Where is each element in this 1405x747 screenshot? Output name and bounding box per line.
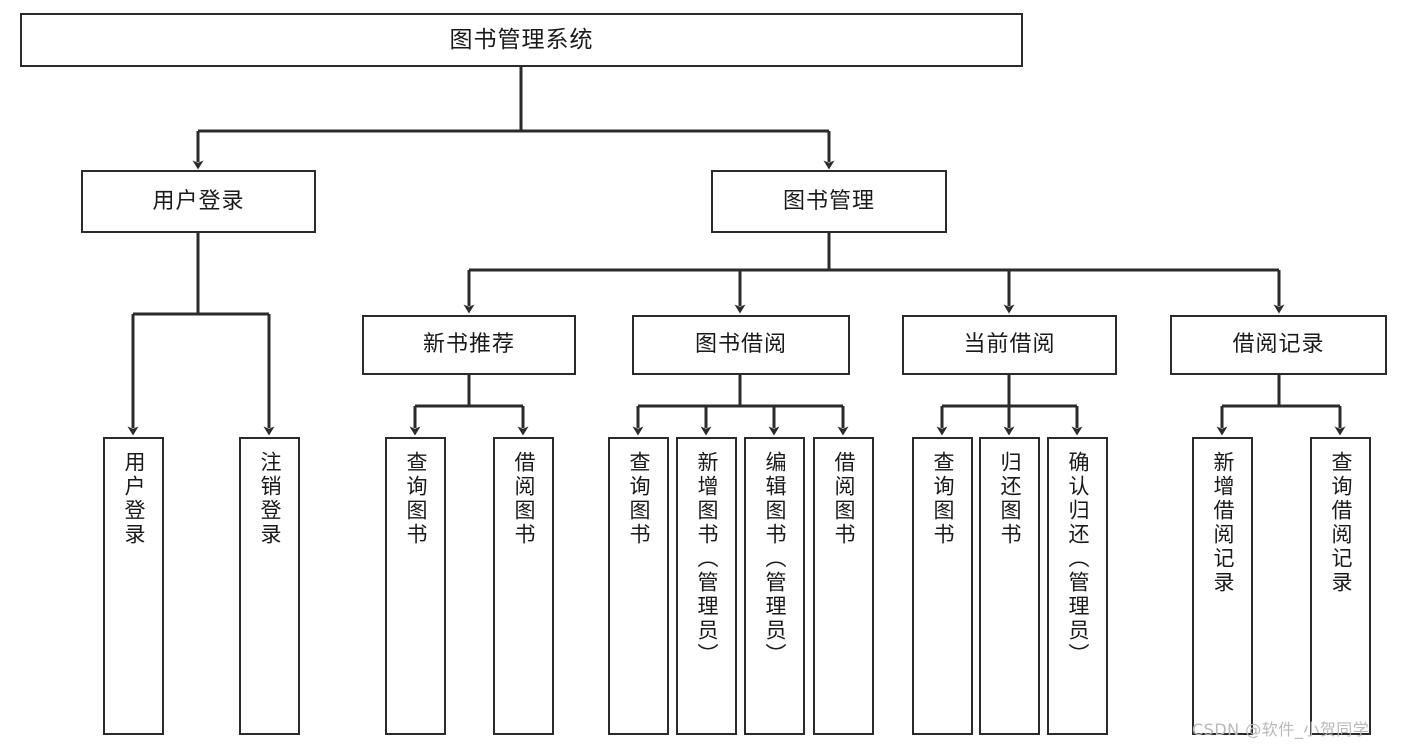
- node-label: 注销登录: [258, 451, 282, 547]
- leaf-user-login-logout[interactable]: 注销登录: [239, 437, 300, 735]
- leaf-current-borrow-confirm-return-admin[interactable]: 确认归还（管理员）: [1047, 437, 1108, 735]
- leaf-new-book-query-book[interactable]: 查询图书: [385, 437, 446, 735]
- node-label: 借阅图书: [512, 451, 536, 547]
- node-label: 借阅图书: [832, 451, 856, 547]
- leaf-current-borrow-return-book[interactable]: 归还图书: [979, 437, 1040, 735]
- leaf-book-borrow-add-book-admin[interactable]: 新增图书（管理员）: [676, 437, 737, 735]
- node-label: 借阅记录: [1232, 332, 1325, 358]
- node-label: 归还图书: [998, 451, 1022, 547]
- leaf-user-login-login[interactable]: 用户登录: [103, 437, 164, 735]
- node-label: 新书推荐: [422, 332, 515, 358]
- node-new-book-recommend[interactable]: 新书推荐: [362, 315, 576, 375]
- node-label: 查询图书: [404, 451, 428, 547]
- node-label: 查询借阅记录: [1329, 451, 1353, 595]
- node-book-borrow[interactable]: 图书借阅: [632, 315, 850, 375]
- leaf-borrow-record-query-record[interactable]: 查询借阅记录: [1310, 437, 1371, 735]
- node-label: 编辑图书（管理员）: [763, 451, 787, 667]
- node-label: 用户登录: [122, 451, 146, 547]
- leaf-book-borrow-query-book[interactable]: 查询图书: [608, 437, 669, 735]
- node-user-login[interactable]: 用户登录: [81, 170, 316, 233]
- node-root-book-management-system[interactable]: 图书管理系统: [20, 13, 1023, 67]
- node-label: 新增图书（管理员）: [695, 451, 719, 667]
- node-book-management[interactable]: 图书管理: [711, 170, 947, 233]
- node-label: 图书管理系统: [449, 26, 594, 53]
- node-current-borrow[interactable]: 当前借阅: [902, 315, 1117, 375]
- leaf-current-borrow-query-book[interactable]: 查询图书: [912, 437, 973, 735]
- leaf-book-borrow-edit-book-admin[interactable]: 编辑图书（管理员）: [744, 437, 805, 735]
- node-label: 图书借阅: [694, 332, 787, 358]
- node-borrow-record[interactable]: 借阅记录: [1170, 315, 1387, 375]
- node-label: 图书管理: [782, 188, 875, 214]
- leaf-borrow-record-add-record[interactable]: 新增借阅记录: [1192, 437, 1253, 735]
- node-label: 用户登录: [152, 188, 245, 214]
- leaf-book-borrow-borrow-book[interactable]: 借阅图书: [813, 437, 874, 735]
- leaf-new-book-borrow-book[interactable]: 借阅图书: [493, 437, 554, 735]
- node-label: 确认归还（管理员）: [1066, 451, 1090, 667]
- node-label: 查询图书: [627, 451, 651, 547]
- node-label: 查询图书: [931, 451, 955, 547]
- node-label: 当前借阅: [963, 332, 1056, 358]
- csdn-watermark: CSDN @软件_小贺同学: [1192, 720, 1370, 739]
- node-label: 新增借阅记录: [1211, 451, 1235, 595]
